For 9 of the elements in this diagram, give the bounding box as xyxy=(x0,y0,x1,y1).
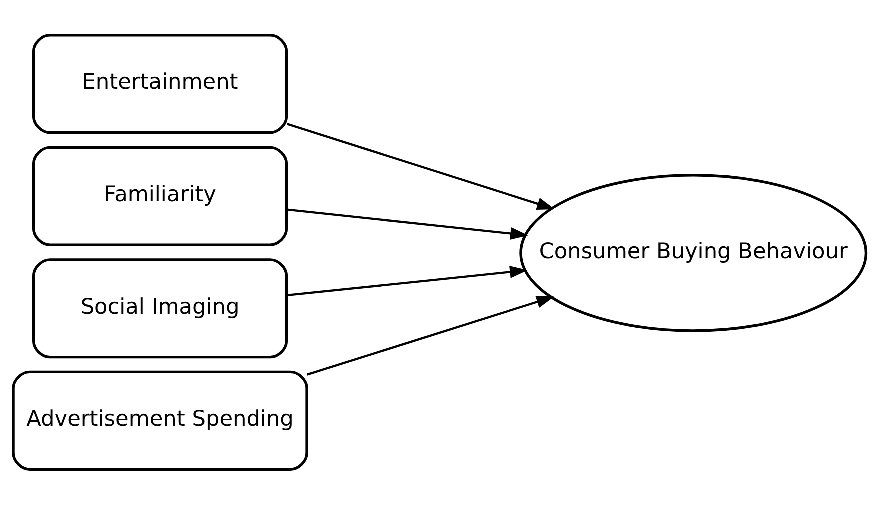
arrow xyxy=(287,266,528,297)
node-ellipse: Consumer Buying Behaviour xyxy=(520,174,868,332)
arrow xyxy=(287,208,528,240)
arrow xyxy=(307,296,555,376)
node-box: Social Imaging xyxy=(32,258,288,359)
node-box: Familiarity xyxy=(32,146,288,246)
node-box: Advertisement Spending xyxy=(12,370,308,471)
node-box: Entertainment xyxy=(32,34,288,134)
arrow xyxy=(287,123,556,210)
